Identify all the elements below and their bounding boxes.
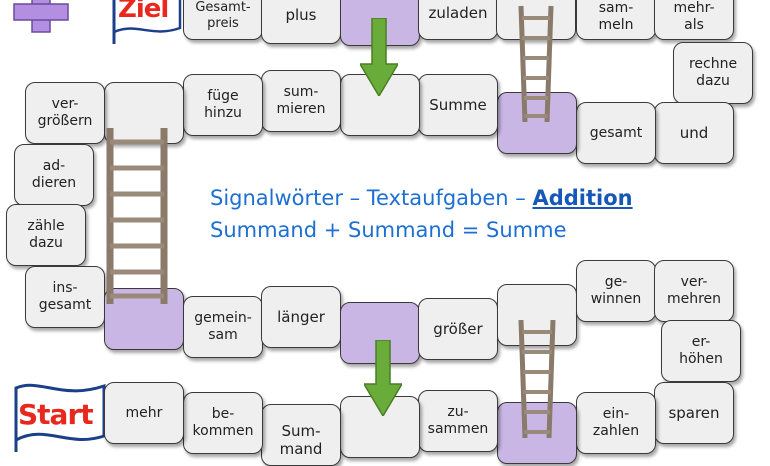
down-arrow-icon	[364, 340, 402, 416]
ladder-icon	[518, 320, 556, 438]
ladder-icon	[518, 6, 554, 122]
tile-addieren: ad- dieren	[14, 144, 94, 206]
tile-gesamtpreis: Gesamt- preis	[183, 0, 263, 40]
tile-summe: Summe	[418, 74, 498, 136]
tile-summieren: sum- mieren	[261, 70, 341, 132]
tile-zuladen: zuladen	[418, 0, 498, 40]
start-label: Start	[18, 398, 94, 431]
tile-sparen: sparen	[654, 382, 734, 444]
title-highlight: Addition	[532, 186, 633, 210]
ladder-icon	[106, 128, 168, 304]
tile-vergroessern: ver- größern	[25, 82, 105, 144]
tile-fuege-hinzu: füge hinzu	[183, 74, 263, 136]
game-board: Ziel Start Gesamt- preis plus zuladen sa…	[6, 0, 753, 466]
formula: Summand + Summand = Summe	[210, 218, 567, 242]
tile-groesser: größer	[418, 298, 498, 360]
finish-label: Ziel	[118, 0, 169, 24]
tile-plus: plus	[261, 0, 341, 44]
tile-gemeinsam: gemein- sam	[183, 296, 263, 358]
tile-gewinnen: ge- winnen	[576, 260, 656, 322]
tile-erhoehen: er- höhen	[661, 320, 741, 382]
tile-laenger: länger	[261, 286, 341, 348]
tile-bekommen: be- kommen	[183, 392, 263, 454]
tile-und: und	[654, 102, 734, 164]
tile-insgesamt: ins- gesamt	[25, 266, 105, 328]
tile-summand: Sum- mand	[261, 404, 341, 466]
tile-zaehle-dazu: zähle dazu	[6, 204, 86, 266]
plus-sign-icon	[13, 0, 69, 33]
tile-mehr: mehr	[104, 382, 184, 444]
tile-zusammen: zu- sammen	[418, 390, 498, 452]
tile-sammeln: sam- meln	[576, 0, 656, 40]
finish-flag-icon	[112, 0, 182, 44]
tile-einzahlen: ein- zahlen	[576, 392, 656, 454]
title-prefix: Signalwörter – Textaufgaben –	[210, 186, 533, 210]
tile-mehr-als: mehr- als	[654, 0, 734, 40]
tile-vermehren: ver- mehren	[654, 260, 734, 322]
tile-rechne-dazu: rechne dazu	[673, 42, 753, 104]
down-arrow-icon	[360, 18, 398, 96]
tile-gesamt: gesamt	[576, 102, 656, 164]
board-title: Signalwörter – Textaufgaben – Addition	[210, 186, 633, 210]
